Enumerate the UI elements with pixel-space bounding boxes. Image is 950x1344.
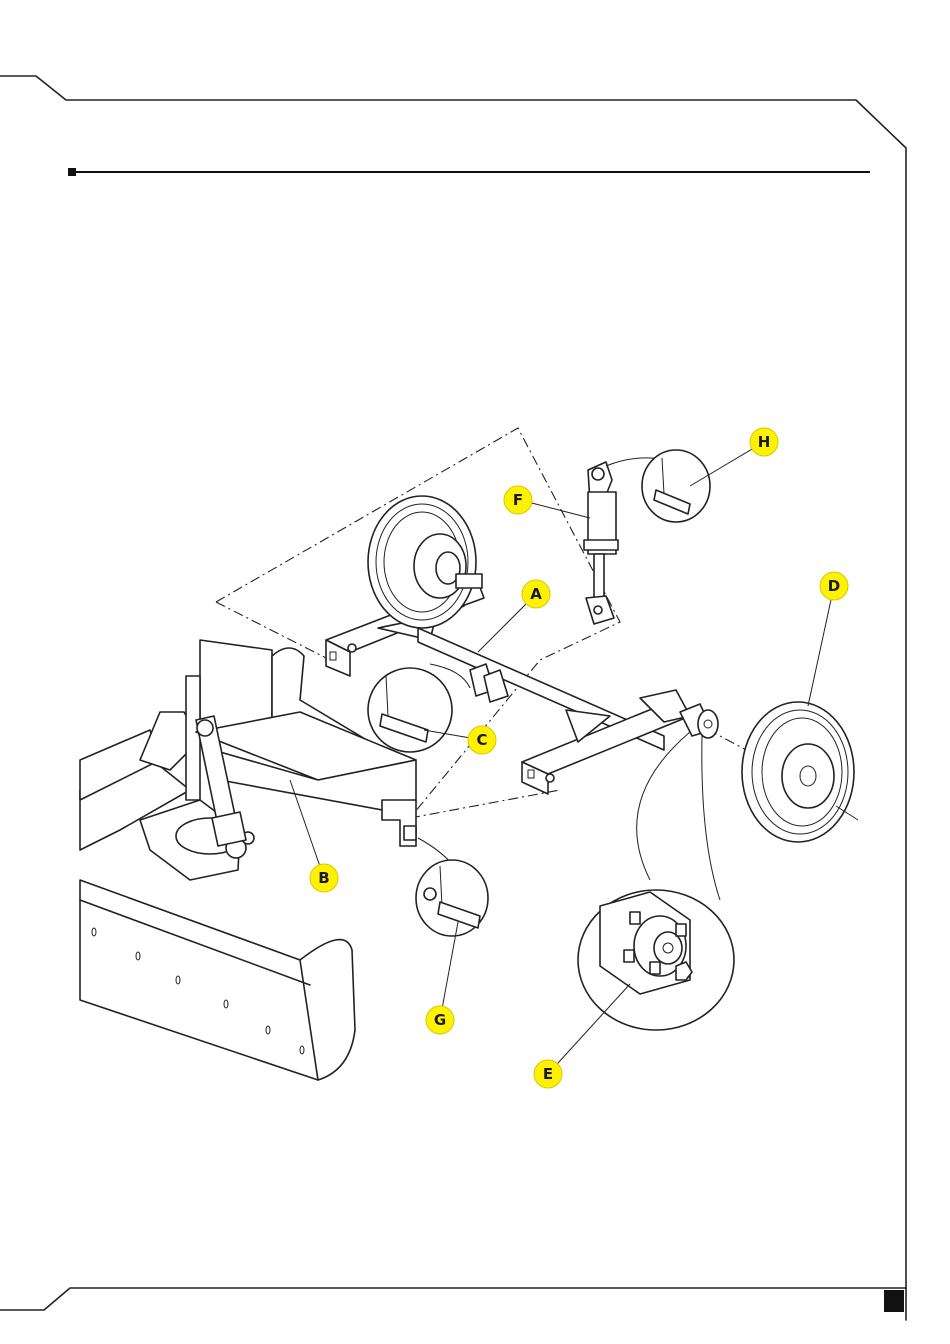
wheel-right	[742, 702, 858, 842]
axle-spindle	[680, 704, 718, 738]
callout-e-label: E	[543, 1065, 553, 1083]
callout-a: A	[522, 580, 550, 608]
detail-bubble-cylinder-pin	[606, 450, 710, 522]
callout-c: C	[468, 726, 496, 754]
callout-f-label: F	[513, 491, 523, 509]
heading-bullet	[68, 168, 76, 176]
callout-d-label: D	[828, 577, 840, 595]
wheel-left	[368, 496, 482, 628]
detail-bubble-wheel-hub	[578, 732, 734, 1030]
page-frame	[0, 76, 906, 1320]
detail-bubble-mounting-pin	[416, 838, 488, 936]
grader-blade	[80, 880, 355, 1080]
callout-e: E	[534, 1060, 562, 1088]
exploded-diagram: A B C D E F G H	[80, 428, 858, 1088]
callout-b-label: B	[318, 869, 329, 887]
section-heading-rule	[68, 168, 870, 176]
callout-g-label: G	[434, 1011, 446, 1029]
callout-d: D	[820, 572, 848, 600]
callout-h-label: H	[758, 433, 771, 451]
callout-b: B	[310, 864, 338, 892]
detail-bubble-pivot-pin	[368, 664, 470, 752]
callout-g: G	[426, 1006, 454, 1034]
callout-f: F	[504, 486, 532, 514]
callout-c-label: C	[476, 731, 487, 749]
page-marker-square	[884, 1290, 904, 1312]
callout-h: H	[750, 428, 778, 456]
callout-a-label: A	[530, 585, 542, 603]
axle-hydraulic-cylinder	[584, 462, 618, 624]
